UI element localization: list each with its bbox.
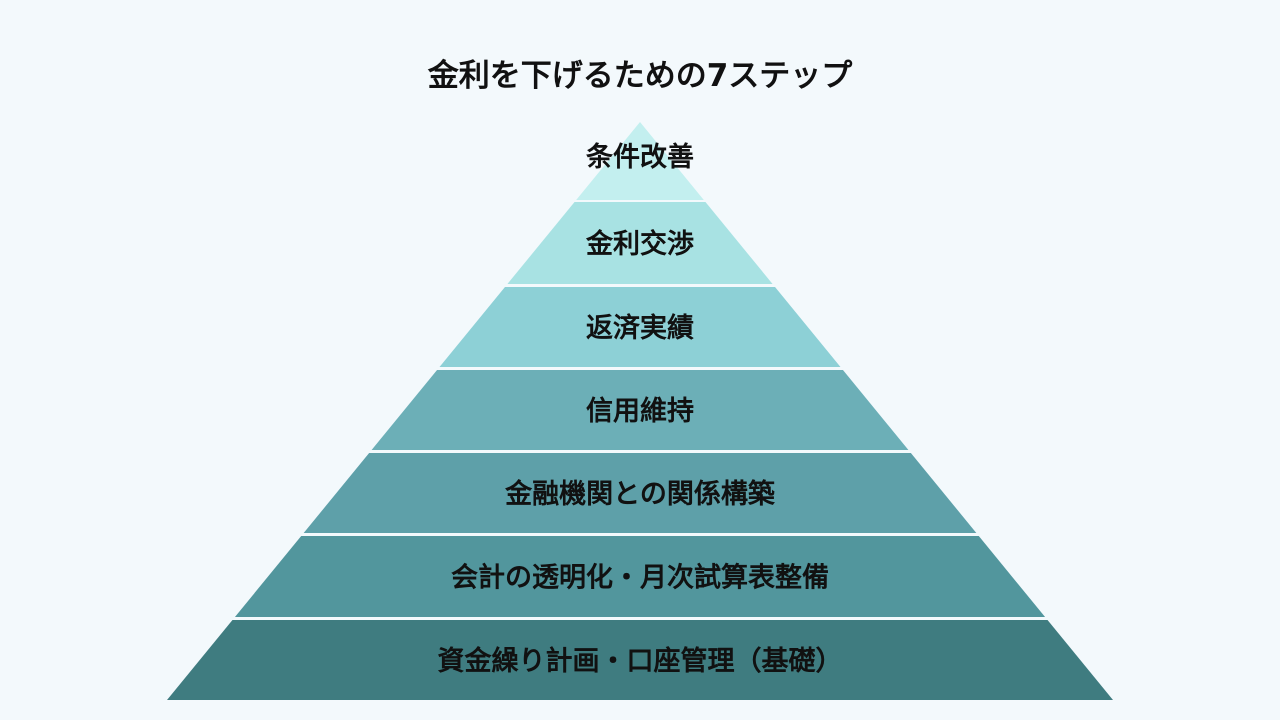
layer-label: 金利交渉 [585,228,694,260]
layer-label: 金融機関との関係構築 [504,478,776,510]
pyramid-layer-6 [234,536,1046,617]
layer-label: 返済実績 [586,312,694,344]
pyramid-layer-5 [303,453,977,533]
pyramid-layer-3 [439,287,841,367]
pyramid-layer-2 [507,202,773,284]
diagram-title: 金利を下げるための7ステップ [427,58,853,94]
pyramid-layer-7 [167,620,1113,700]
pyramid-layer-1 [576,122,704,200]
layer-label: 資金繰り計画・口座管理（基礎） [438,645,843,677]
layer-label: 会計の透明化・月次試算表整備 [451,562,829,594]
pyramid-layer-4 [371,370,909,450]
layer-label: 条件改善 [586,141,694,173]
layer-label: 信用維持 [586,396,694,427]
